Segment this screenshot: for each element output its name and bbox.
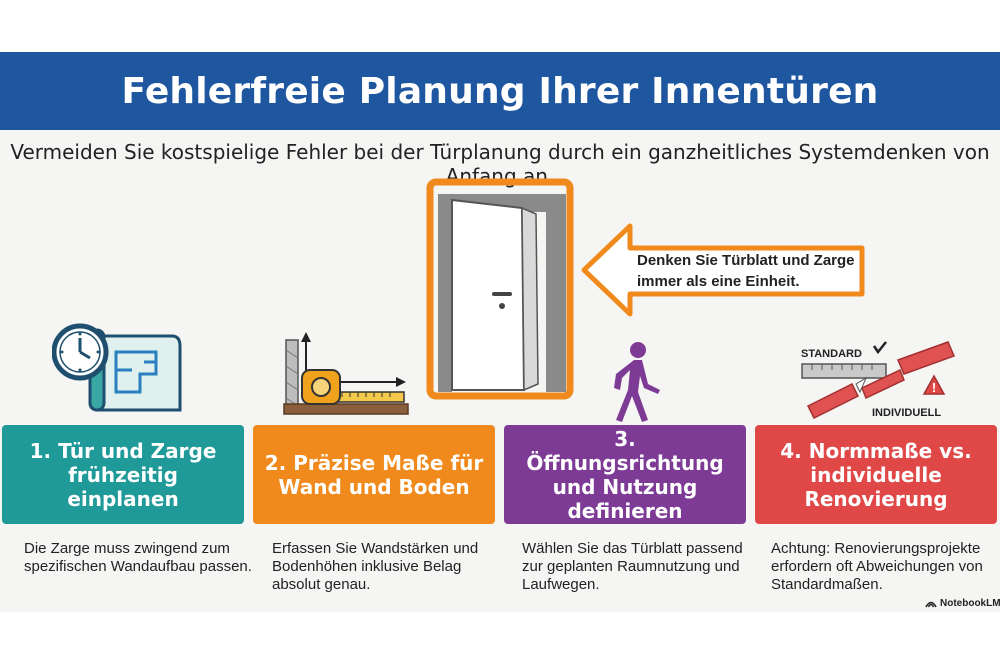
- brand-mark: NotebookLM: [925, 598, 1000, 609]
- callout-arrow-icon: [581, 223, 865, 317]
- ruler-comparison-icon: !: [801, 341, 956, 420]
- step-title-3: 3. Öffnungsrichtung und Nutzung definier…: [526, 426, 724, 523]
- page-title: Fehlerfreie Planung Ihrer Innentüren: [121, 70, 879, 112]
- walking-person-icon: [614, 342, 660, 422]
- brand-name: NotebookLM: [940, 598, 1000, 609]
- step-card-4: 4. Normmaße vs. individuelle Renovierung: [755, 425, 997, 524]
- step-title-2: 2. Präzise Maße für Wand und Boden: [264, 450, 484, 499]
- step-description-4: Achtung: Renovierungsprojekte erfordern …: [771, 540, 983, 593]
- step-title-4: 4. Normmaße vs. individuelle Renovierung: [780, 438, 972, 511]
- door-frame-icon: [426, 178, 574, 400]
- step-description-3: Wählen Sie das Türblatt passend zur gepl…: [522, 540, 743, 593]
- subtitle: Vermeiden Sie kostspielige Fehler bei de…: [10, 140, 990, 188]
- callout-text: Denken Sie Türblatt und Zarge immer als …: [637, 252, 855, 290]
- step-title-1: 1. Tür und Zarge frühzeitig einplanen: [29, 438, 217, 511]
- step-description-1: Die Zarge muss zwingend zum spezifischen…: [24, 540, 252, 575]
- step-card-2: 2. Präzise Maße für Wand und Boden: [253, 425, 495, 524]
- notebooklm-logo-icon: [925, 601, 937, 607]
- svg-text:!: !: [932, 380, 936, 395]
- tape-measure-icon: [283, 332, 409, 415]
- step-description-2: Erfassen Sie Wandstärken und Bodenhöhen …: [272, 540, 479, 593]
- step-card-3: 3. Öffnungsrichtung und Nutzung definier…: [504, 425, 746, 524]
- step-card-1: 1. Tür und Zarge frühzeitig einplanen: [2, 425, 244, 524]
- standard-label: STANDARD: [801, 348, 862, 360]
- clock-blueprint-icon: [52, 323, 182, 412]
- header-banner: Fehlerfreie Planung Ihrer Innentüren: [0, 52, 1000, 130]
- individual-label: INDIVIDUELL: [872, 407, 942, 419]
